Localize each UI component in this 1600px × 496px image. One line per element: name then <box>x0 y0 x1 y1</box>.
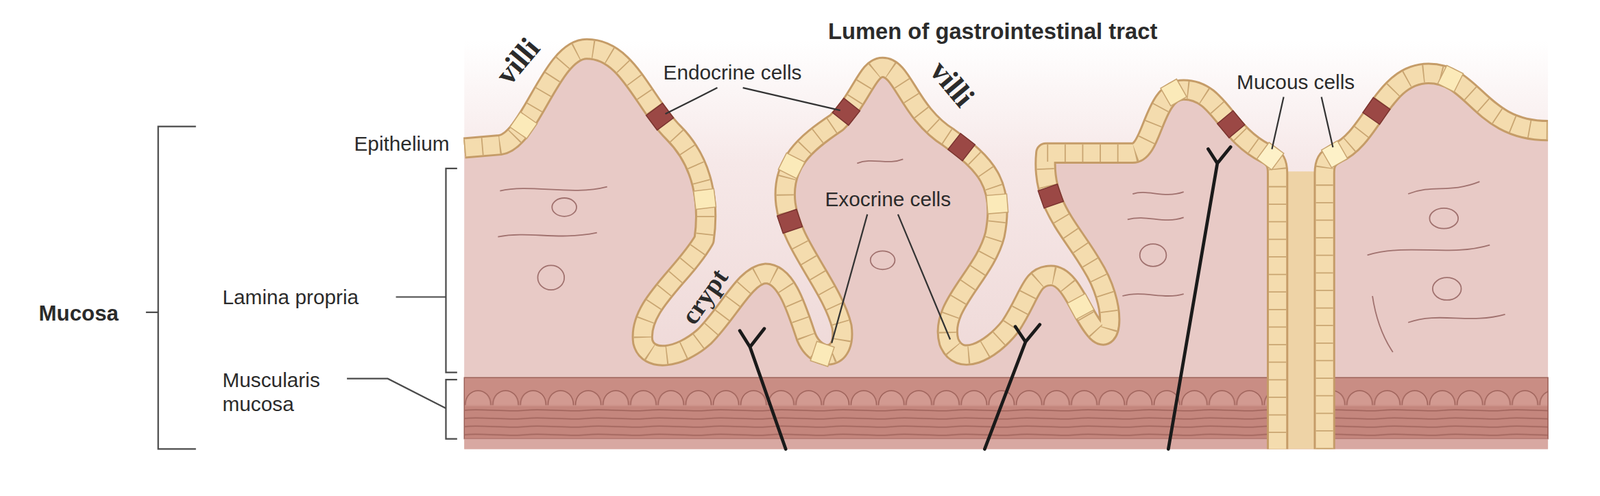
leader-lines <box>665 87 1334 344</box>
exocrine-cell <box>778 152 805 179</box>
gland-duct <box>1286 171 1316 450</box>
endocrine-cell <box>777 209 803 234</box>
endocrine-cell <box>948 133 975 162</box>
leader-line <box>831 214 868 344</box>
exocrine-cell <box>986 194 1009 214</box>
mucous-cell <box>1321 141 1348 168</box>
endocrine-cell <box>1217 110 1245 138</box>
cell-label: Endocrine cells <box>663 60 803 86</box>
exocrine-cell <box>510 111 538 139</box>
muscularis-fibers <box>464 406 1548 440</box>
exocrine-cell <box>1437 65 1463 92</box>
epithelium-layer <box>464 49 1548 450</box>
exocrine-cell <box>1160 78 1187 106</box>
leader-line <box>665 87 718 114</box>
cell-label: Exocrine cells <box>824 187 951 212</box>
lumen-ground <box>464 41 1548 450</box>
endocrine-cell <box>832 98 860 125</box>
lumen-title: Lumen of gastrointestinal tract <box>828 18 1158 46</box>
muscularis-outline <box>464 377 1548 439</box>
leader-line <box>743 87 841 111</box>
leader-line <box>1271 97 1284 150</box>
layer-label: Lamina propria <box>222 285 359 310</box>
leader-line <box>898 214 951 341</box>
endocrine-cell <box>646 103 674 131</box>
layer-label: Epithelium <box>354 131 450 157</box>
lamina-propria <box>464 49 1548 450</box>
special-cells <box>510 65 1464 367</box>
mucous-cell <box>1256 142 1284 171</box>
exocrine-cell <box>1067 293 1095 320</box>
endocrine-cell <box>1362 97 1391 125</box>
nerve-fibers <box>739 147 1231 450</box>
exocrine-cell <box>693 189 717 210</box>
leader-line <box>1321 97 1334 148</box>
cell-label: Mucous cells <box>1236 69 1355 94</box>
submucosa-edge <box>464 439 1548 450</box>
layer-label: Mucosa <box>39 299 119 326</box>
layer-label: Muscularis mucosa <box>222 367 356 417</box>
brackets <box>146 126 458 450</box>
exocrine-cell <box>810 341 835 367</box>
endocrine-cell <box>1037 184 1064 209</box>
